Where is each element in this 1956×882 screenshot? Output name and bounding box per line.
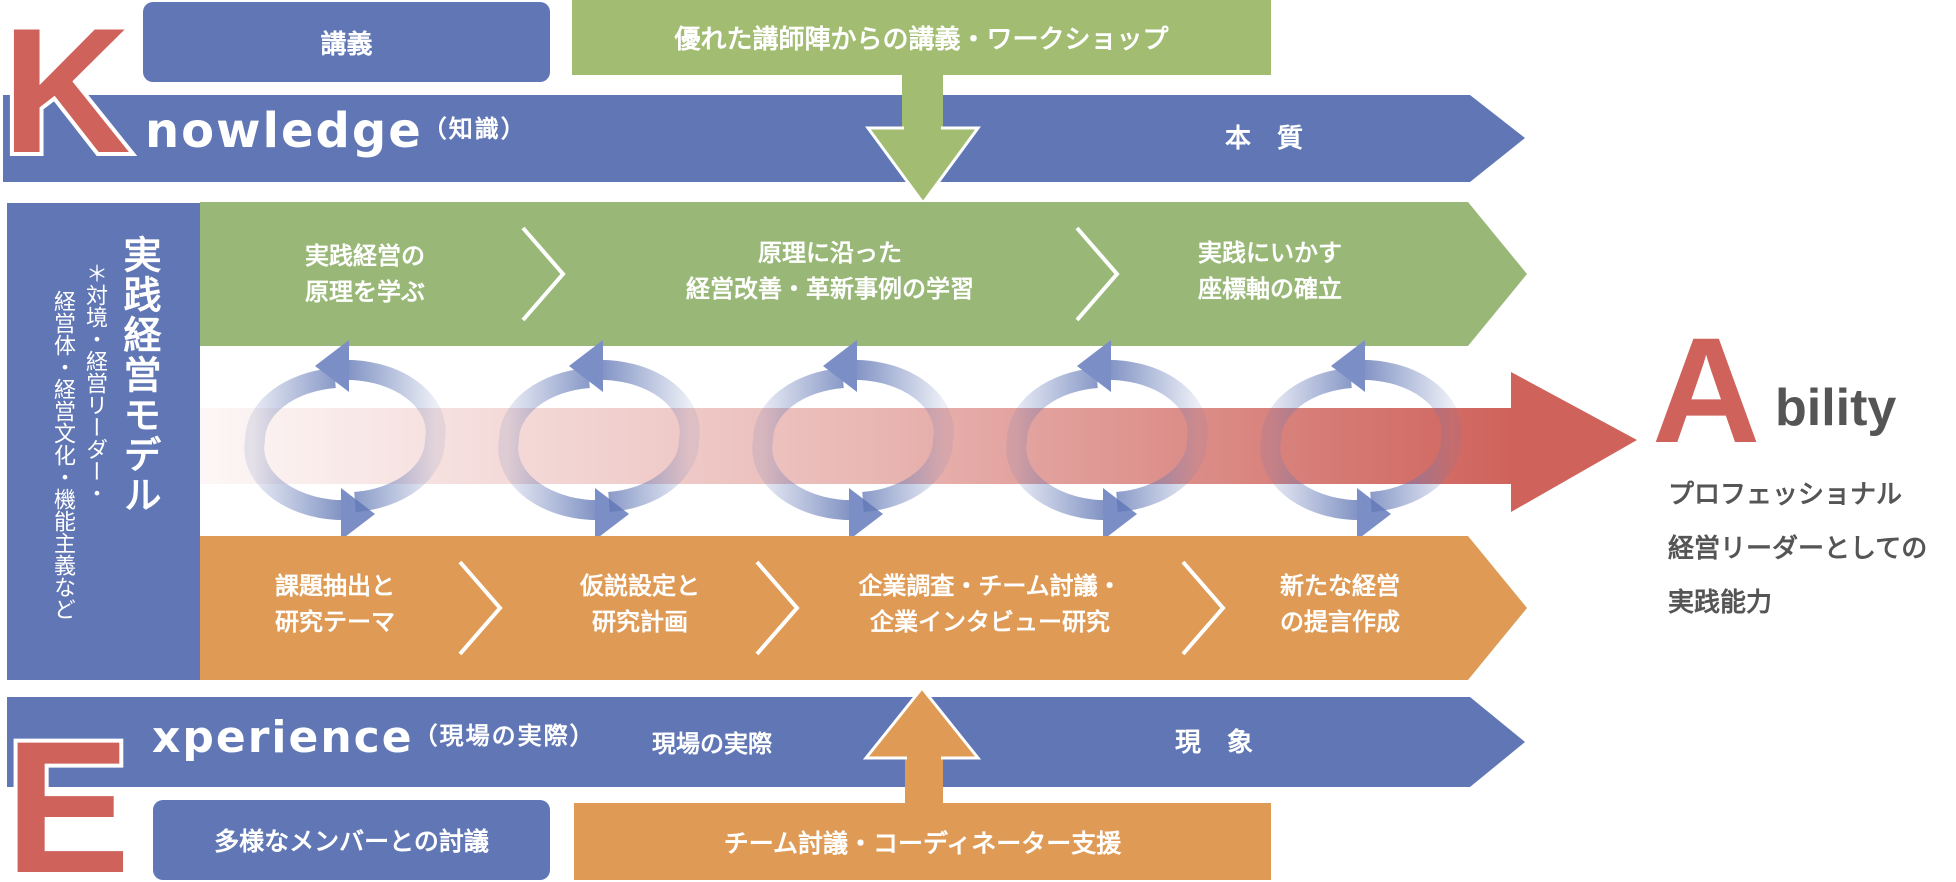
cycle-arrows-icon — [752, 340, 954, 540]
members-discussion-label: 多様なメンバーとの討議 — [214, 827, 489, 856]
chevron-icon — [1181, 560, 1226, 656]
green-step-1: 実践経営の 原理を学ぶ — [305, 242, 425, 306]
knowledge-paren: （知識） — [422, 115, 527, 143]
a-letter: A — [1652, 306, 1760, 474]
instructor-input-box: 優れた講師陣からの講義・ワークショップ — [572, 0, 1271, 75]
green-step-3: 実践にいかす 座標軸の確立 — [1198, 239, 1342, 303]
cycle-arrows-icon — [244, 340, 446, 540]
model-note-line2: 経営体・経営文化・機能主義など — [50, 290, 75, 620]
model-title: 実践経営モデル — [117, 235, 161, 515]
cycle-arrows-icon — [498, 340, 700, 540]
knowledge-word: nowledge（知識） — [145, 103, 527, 159]
orange-step-4: 新たな経営 の提言作成 — [1280, 572, 1400, 636]
orange-step-1: 課題抽出と 研究テーマ — [275, 572, 395, 636]
chevron-icon — [521, 226, 566, 322]
ability-line-3: 実践能力 — [1668, 588, 1773, 618]
knowledge-band-label: 本 質 — [1225, 124, 1304, 154]
experience-word: xperience（現場の実際） — [152, 712, 596, 763]
chevron-icon — [1075, 226, 1120, 322]
knowledge-word-text: nowledge — [145, 103, 423, 159]
experience-subtitle: 現場の実際 — [652, 730, 772, 758]
lecture-label: 講義 — [320, 29, 373, 60]
ability-line-1: プロフェッショナル — [1668, 480, 1903, 510]
chevron-icon — [755, 560, 800, 656]
experience-word-text: xperience — [152, 712, 414, 763]
k-letter: K — [2, 0, 131, 190]
experience-paren: （現場の実際） — [413, 722, 596, 750]
members-discussion-box: 多様なメンバーとの討議 — [153, 800, 550, 880]
e-letter: E — [5, 702, 130, 882]
orange-step-2: 仮説設定と 研究計画 — [580, 572, 700, 636]
support-label: チーム討議・コーディネーター支援 — [723, 828, 1122, 858]
chevron-icon — [458, 560, 503, 656]
ability-word: bility — [1775, 379, 1897, 437]
model-panel — [7, 203, 200, 680]
ability-line-2: 経営リーダーとしての — [1668, 534, 1928, 564]
ability-description: プロフェッショナル 経営リーダーとしての 実践能力 — [1668, 468, 1927, 630]
knowledge-band-shape — [3, 95, 1525, 182]
cycle-arrows-icon — [1006, 340, 1208, 540]
experience-band-shape — [7, 697, 1525, 787]
support-box: チーム討議・コーディネーター支援 — [574, 803, 1271, 880]
lecture-box: 講義 — [143, 2, 550, 82]
e-letter-icon: E — [1, 698, 134, 882]
green-step-2: 原理に沿った 経営改善・革新事例の学習 — [686, 239, 974, 303]
model-note-line1: ＊対境・経営リーダー・ — [82, 262, 107, 504]
cycle-arrows-icon — [1260, 340, 1462, 540]
progress-arrowhead — [1511, 372, 1637, 512]
orange-step-3: 企業調査・チーム討議・ 企業インタビュー研究 — [858, 572, 1122, 636]
k-letter-icon: K — [0, 0, 135, 194]
experience-band-label: 現 象 — [1175, 728, 1254, 758]
instructor-input-label: 優れた講師陣からの講義・ワークショップ — [674, 25, 1169, 55]
